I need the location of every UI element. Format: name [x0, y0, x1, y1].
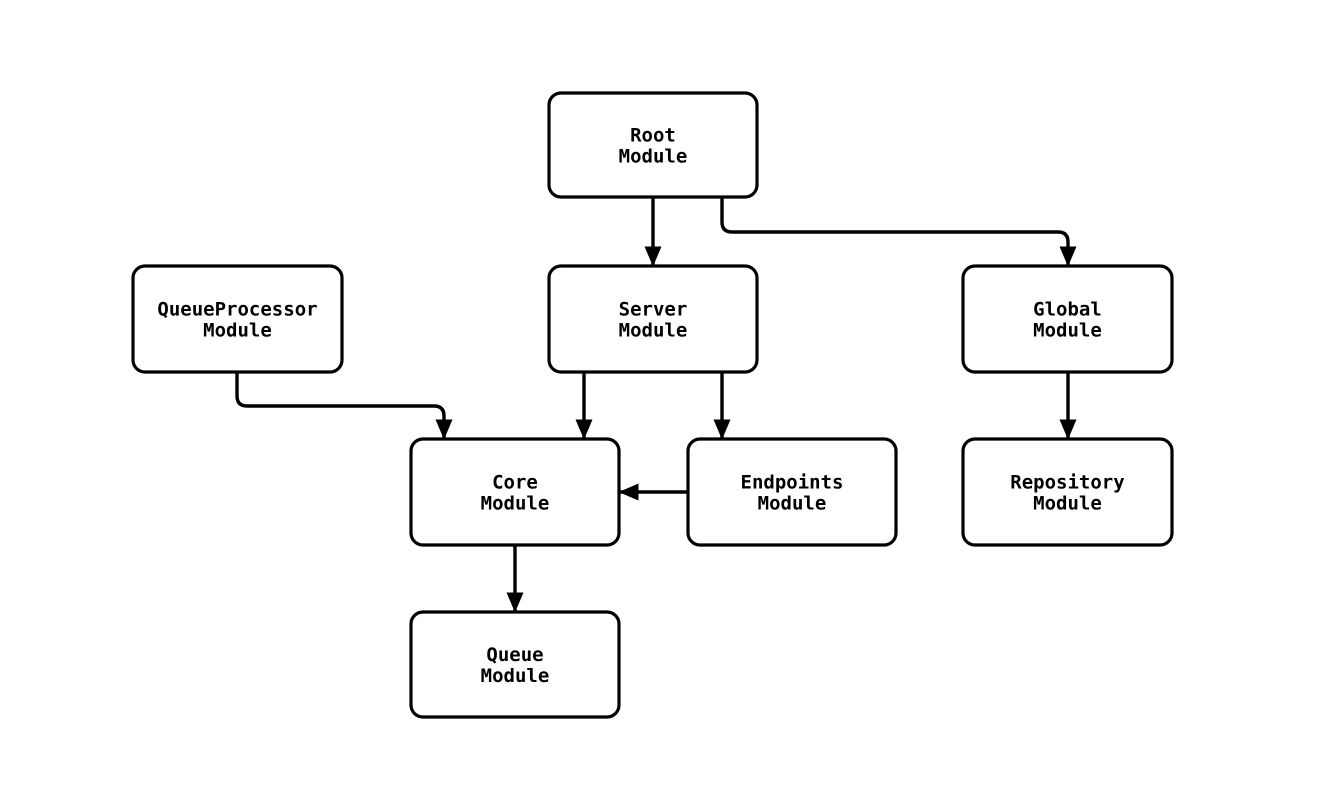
node-queueprocessor-label-line1: QueueProcessor: [157, 299, 317, 321]
node-endpoints-label-line1: Endpoints: [741, 472, 844, 494]
node-endpoints-label-line2: Module: [758, 493, 827, 515]
edges-layer: [235, 197, 1077, 613]
node-root-box: [547, 91, 759, 199]
node-global-label-line2: Module: [1033, 320, 1102, 342]
node-root-label-line1: Root: [630, 125, 676, 147]
node-queueprocessor-box: [131, 264, 344, 374]
nodes-layer: RootModuleQueueProcessorModuleServerModu…: [131, 91, 1174, 719]
node-repository-box: [961, 437, 1174, 547]
edge-queueprocessor-to-core: [235, 372, 453, 440]
node-queue-box: [409, 610, 621, 719]
node-core-label-line1: Core: [492, 472, 538, 494]
node-server-box: [547, 264, 759, 374]
node-server-label-line1: Server: [619, 299, 688, 321]
node-global-label-line1: Global: [1033, 299, 1102, 321]
node-root-label-line2: Module: [619, 146, 688, 168]
node-queue-label-line2: Module: [481, 665, 550, 687]
node-queue-label-line1: Queue: [486, 644, 543, 666]
node-repository-label-line1: Repository: [1010, 472, 1124, 494]
edge-root-to-global: [720, 197, 1077, 267]
node-core-box: [409, 437, 621, 547]
node-server-label-line2: Module: [619, 320, 688, 342]
node-repository-label-line2: Module: [1033, 493, 1102, 515]
node-core-label-line2: Module: [481, 493, 550, 515]
node-global-box: [961, 264, 1174, 374]
node-queueprocessor-label-line2: Module: [203, 320, 272, 342]
node-endpoints-box: [686, 437, 898, 547]
